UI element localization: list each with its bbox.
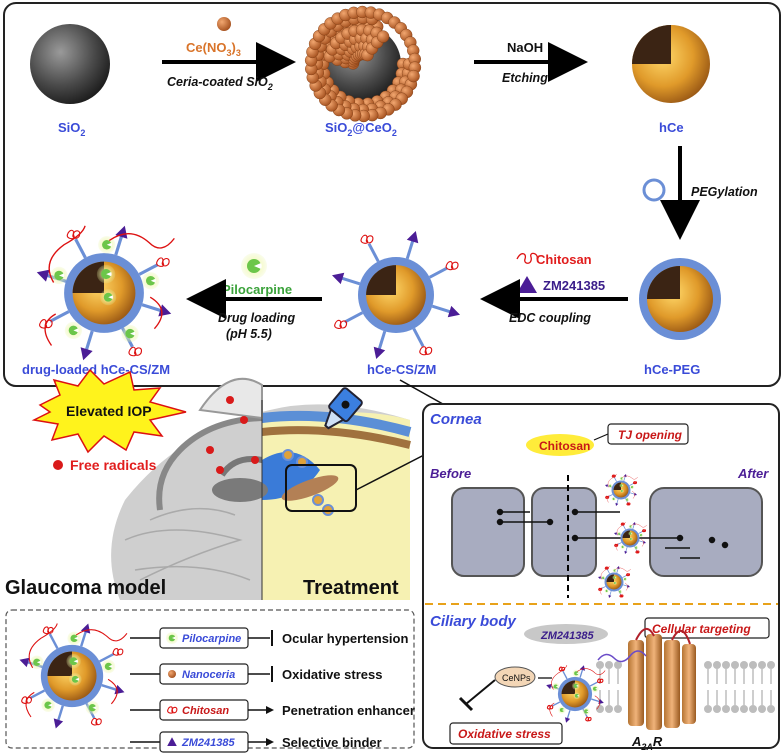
drug-loaded-particle [36, 225, 175, 361]
ligand-structure [597, 650, 647, 663]
ciliary-particle [546, 665, 606, 723]
legend-row-pilocarpine: Pilocarpine Ocular hypertension [130, 627, 408, 649]
legend-effect-label: Selective binder [282, 735, 382, 750]
naoh-label: NaOH [507, 40, 543, 55]
legend-particle [19, 623, 128, 729]
glaucoma-model-label: Glaucoma model [5, 577, 166, 599]
cenps-label: CeNPs [502, 673, 531, 683]
a2a-receptor [628, 628, 696, 730]
hce-label: hCe [659, 120, 684, 135]
tight-junctions [496, 508, 729, 559]
peg-icon [642, 178, 666, 202]
legend-effect-label: Ocular hypertension [282, 631, 408, 646]
oxidative-stress-box [449, 722, 563, 745]
legend-tag-label: Nanoceria [182, 669, 235, 681]
tj-opening-label: TJ opening [618, 428, 683, 442]
free-radicals-label: Free radicals [70, 457, 157, 473]
after-label: After [737, 466, 769, 481]
tj-opening-box [607, 423, 689, 445]
elevated-iop-label: Elevated IOP [66, 403, 152, 419]
legend-row-zm241385: ZM241385 Selective binder [130, 731, 382, 753]
elevated-iop-starburst [31, 368, 187, 454]
free-radical-dots [206, 396, 259, 474]
legend-effect-label: Oxidative stress [282, 667, 382, 682]
ciliary-body-title: Ciliary body [430, 613, 517, 630]
pilocarpine-reagent-label: Pilocarpine [222, 282, 292, 297]
cornea-chitosan-label: Chitosan [539, 439, 590, 453]
chitosan-pill [526, 434, 594, 456]
cornea-nanoparticles [282, 449, 334, 516]
inhibition-bar [458, 696, 474, 712]
lipid-bilayer [596, 661, 775, 713]
legend-row-nanoceria: Nanoceria Oxidative stress [130, 663, 382, 685]
pilocarpine-icon [241, 253, 267, 279]
ceria-particle-icon [217, 17, 231, 31]
legend-tag-label: Pilocarpine [182, 633, 241, 645]
drug-loaded-label: drug-loaded hCe-CS/ZM [22, 362, 170, 377]
cornea-penetrating-particles [597, 473, 647, 599]
legend-effect-label: Penetration enhancer [282, 703, 415, 718]
hce-peg-label: hCe-PEG [644, 362, 700, 377]
pegylation-label: PEGylation [691, 185, 758, 199]
a2ar-label: A2AR [631, 734, 663, 752]
inhibition-line [465, 679, 496, 705]
zm-pill [524, 624, 608, 644]
ceria-coating-label: Ceria-coated SiO2 [167, 75, 273, 92]
ciliary-oxidative-label: Oxidative stress [458, 727, 551, 741]
zm-triangle-icon [517, 276, 537, 293]
zoom-box [285, 464, 357, 512]
legend-row-chitosan: Chitosan Penetration enhancer [130, 699, 415, 721]
drug-loading-label: Drug loading [218, 311, 295, 325]
edc-label: EDC coupling [509, 311, 591, 325]
chitosan-icon [516, 252, 538, 264]
treatment-label: Treatment [303, 577, 399, 599]
legend-tag-label: ZM241385 [181, 737, 235, 749]
cellular-targeting-label: Cellular targeting [652, 622, 751, 636]
before-label: Before [430, 466, 471, 481]
tj-pointer [593, 433, 609, 441]
etching-label: Etching [502, 71, 548, 85]
eye-drop-bottle-icon [324, 387, 363, 430]
cenps-blob [494, 666, 536, 688]
sio2-ceo2-particle [304, 5, 422, 123]
hce-particle [632, 25, 710, 103]
cornea-title: Cornea [430, 411, 482, 428]
hce-cs-zm-particle [331, 230, 461, 360]
cornea-cells [451, 487, 763, 577]
hce-peg-core [646, 265, 714, 333]
ce-reagent-label: Ce(NO3)3 [186, 40, 241, 58]
ciliary-zm-label: ZM241385 [540, 630, 594, 642]
ph-label: (pH 5.5) [226, 327, 272, 341]
hce-cs-zm-label: hCe-CS/ZM [367, 362, 436, 377]
sio2-sphere [30, 24, 110, 104]
free-radical-legend-dot [53, 460, 63, 470]
legend-tag-label: Chitosan [182, 705, 229, 717]
sio2-ceo2-label: SiO2@CeO2 [325, 120, 397, 138]
zoom-line [355, 454, 425, 491]
sio2-label: SiO2 [58, 120, 85, 138]
zm-reagent-label: ZM241385 [543, 278, 605, 293]
chitosan-reagent-label: Chitosan [536, 252, 592, 267]
